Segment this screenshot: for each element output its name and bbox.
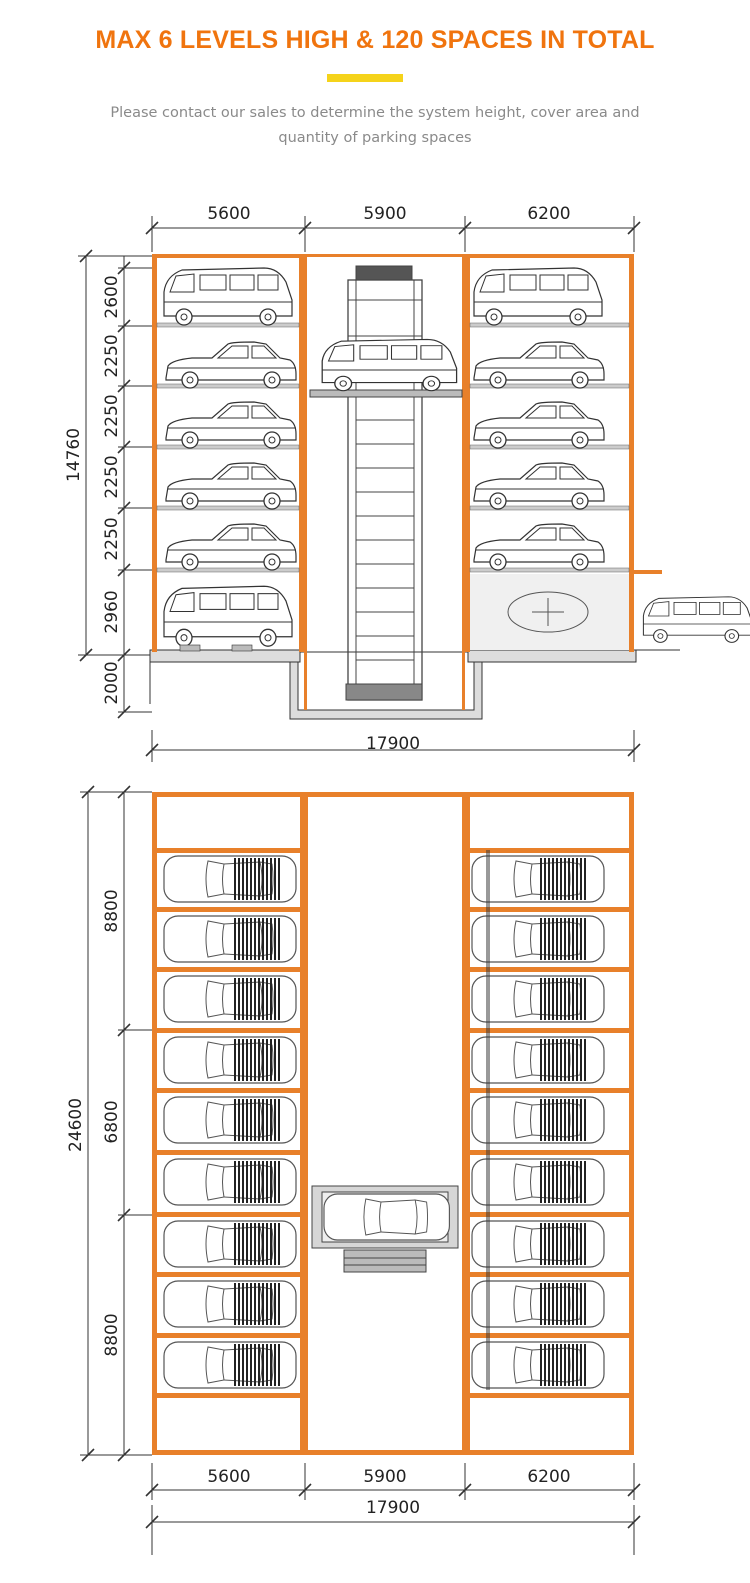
plan-bottom-dimensions [145, 1463, 641, 1555]
elevation-width-2: 5900 [363, 204, 406, 224]
elevation-total-height: 14760 [64, 428, 84, 482]
plan-left-dimensions [80, 785, 152, 1462]
left-rack-frame [152, 254, 304, 652]
level-height-5: 2250 [102, 517, 122, 560]
elevation-view: 5600 5900 6200 147 [64, 204, 750, 762]
plan-width-3: 6200 [527, 1467, 570, 1487]
right-rack-frame [465, 254, 662, 652]
level-height-1: 2600 [102, 275, 122, 318]
level-height-6: 2960 [102, 590, 122, 633]
left-bay-cars [163, 267, 297, 652]
elevation-top-dimension [145, 216, 641, 252]
lift-shaft-frame [304, 254, 465, 710]
elevation-bottom-dimension [145, 730, 641, 762]
plan-depth-segment-3: 8800 [102, 1313, 122, 1356]
level-height-3: 2250 [102, 394, 122, 437]
plan-view: 24600 8800 6800 8800 [66, 785, 641, 1555]
plan-total-width: 17900 [366, 1498, 420, 1518]
plan-lift-car [311, 1185, 459, 1273]
lift-platform [309, 338, 463, 398]
plan-total-depth: 24600 [66, 1098, 86, 1152]
plan-depth-segment-2: 6800 [102, 1100, 122, 1143]
title-accent-bar [327, 74, 403, 82]
plan-left-bay-cars [163, 855, 297, 1389]
plan-depth-segment-1: 8800 [102, 889, 122, 932]
right-bay-cars [470, 267, 750, 650]
page-title: MAX 6 LEVELS HIGH & 120 SPACES IN TOTAL [95, 26, 655, 54]
page-subtitle: Please contact our sales to determine th… [100, 101, 650, 151]
plan-width-1: 5600 [207, 1467, 250, 1487]
subtitle-line-1: Please contact our sales to determine th… [110, 105, 640, 121]
elevation-width-1: 5600 [207, 204, 250, 224]
plan-width-2: 5900 [363, 1467, 406, 1487]
lift-tower [345, 265, 423, 701]
level-height-2: 2250 [102, 334, 122, 377]
plan-right-bay-cars [471, 850, 605, 1390]
plan-frame [152, 792, 634, 1455]
subtitle-line-2: quantity of parking spaces [278, 130, 472, 146]
level-height-4: 2250 [102, 455, 122, 498]
elevation-total-width: 17900 [366, 734, 420, 754]
elevation-left-dimensions [78, 249, 152, 719]
pit-depth: 2000 [102, 661, 122, 704]
elevation-width-3: 6200 [527, 204, 570, 224]
